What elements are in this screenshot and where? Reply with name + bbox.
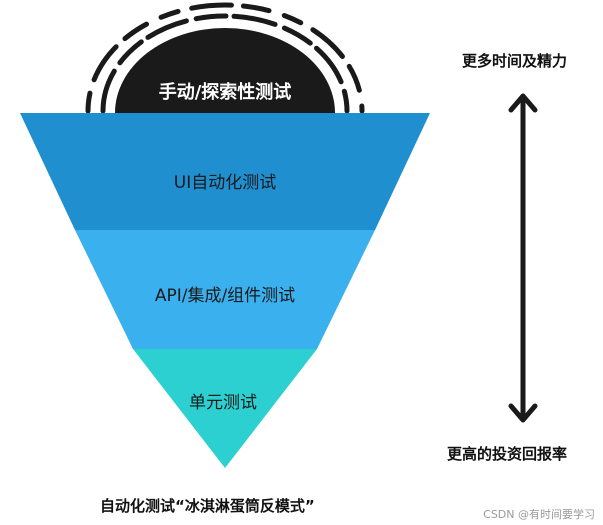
unit-test-label: 单元测试	[189, 393, 257, 413]
ui-automation-label: UI自动化测试	[173, 173, 277, 193]
unit-test-layer	[133, 349, 317, 468]
diagram-caption: 自动化测试“冰淇淋蛋筒反模式”	[100, 497, 315, 515]
more-time-effort-label: 更多时间及精力	[462, 52, 568, 70]
double-arrow	[508, 93, 538, 423]
watermark: CSDN @有时间要学习	[483, 508, 595, 521]
manual-testing-scoop	[115, 28, 335, 113]
manual-testing-label: 手动/探索性测试	[158, 82, 292, 103]
ui-automation-layer	[20, 113, 430, 230]
api-integration-layer	[75, 230, 375, 349]
api-integration-label: API/集成/组件测试	[154, 286, 296, 306]
higher-roi-label: 更高的投资回报率	[447, 445, 568, 463]
scoop-rings	[85, 2, 365, 114]
